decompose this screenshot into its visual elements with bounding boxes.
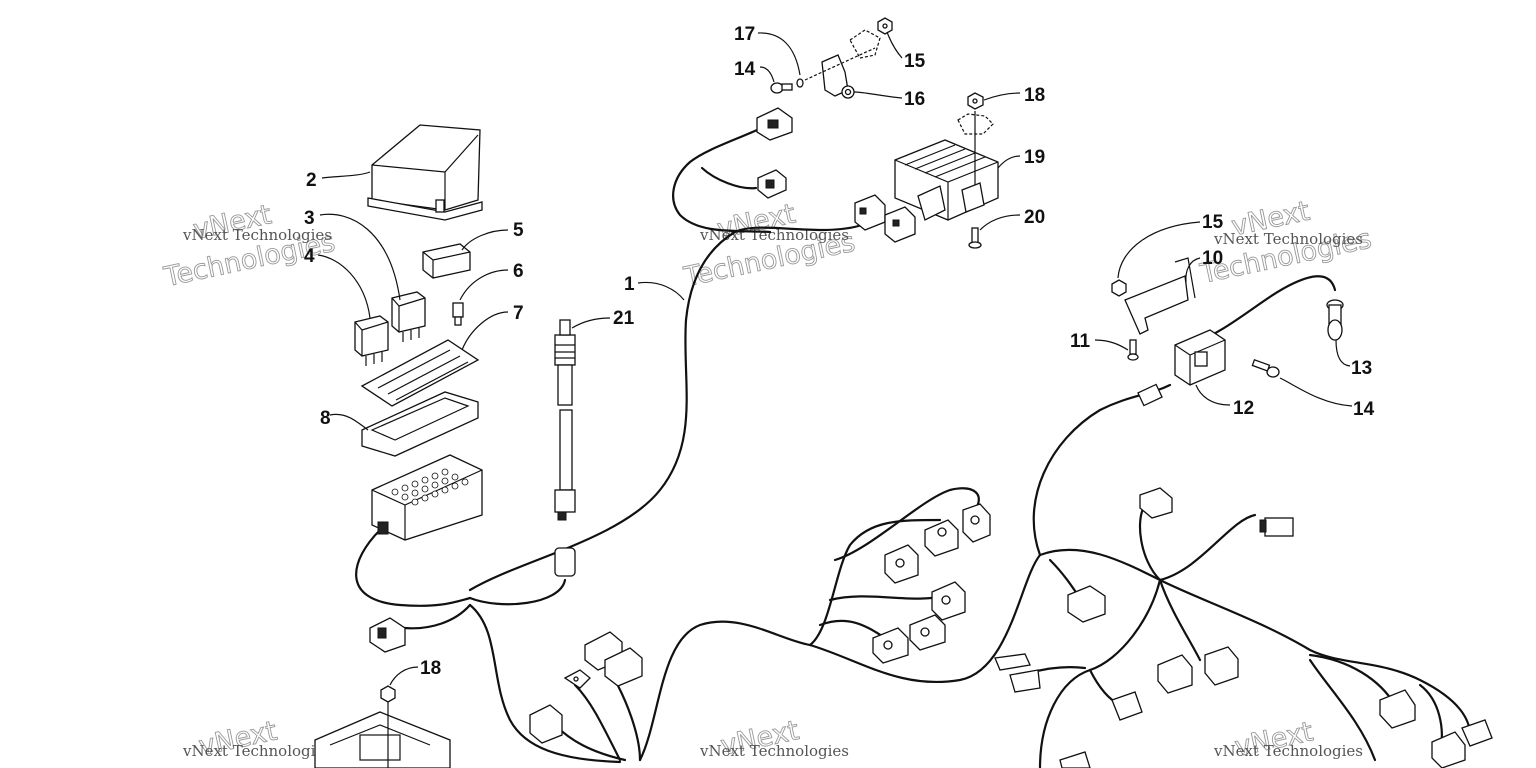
callout-15-top: 15 bbox=[904, 51, 926, 72]
callout-1: 1 bbox=[624, 274, 635, 295]
callout-3: 3 bbox=[304, 208, 315, 229]
relay-plug bbox=[1137, 383, 1163, 407]
callout-18-bottom: 18 bbox=[420, 658, 441, 679]
callout-14-top: 14 bbox=[734, 59, 756, 80]
callout-6: 6 bbox=[513, 261, 524, 282]
watermark-label-6: vNext Technologies bbox=[1213, 742, 1363, 760]
callout-2: 2 bbox=[306, 170, 317, 191]
callout-7: 7 bbox=[513, 303, 524, 324]
callout-8: 8 bbox=[320, 408, 331, 429]
injector-connectors bbox=[872, 503, 991, 664]
voltage-regulator bbox=[894, 139, 999, 221]
callout-20: 20 bbox=[1024, 207, 1045, 228]
connector-left-side bbox=[369, 617, 406, 653]
harness-wires bbox=[355, 128, 1472, 768]
screw-bracket-bottom bbox=[1127, 339, 1139, 361]
starter-relay bbox=[1174, 329, 1226, 386]
right-connectors bbox=[994, 487, 1493, 768]
callout-14-right: 14 bbox=[1353, 399, 1375, 420]
connector-bottom-left-2 bbox=[529, 704, 563, 744]
nut-bracket bbox=[1111, 279, 1127, 297]
callout-11: 11 bbox=[1070, 331, 1091, 352]
oxygen-sensor bbox=[554, 319, 576, 521]
watermark-label-3: vNext Technologies bbox=[1213, 230, 1363, 248]
leader-lines bbox=[317, 31, 1353, 686]
sensor-bracket bbox=[821, 54, 855, 99]
callout-5: 5 bbox=[513, 220, 524, 241]
watermark-label-1: vNext Technologies bbox=[182, 226, 332, 244]
fuse-label-sheet bbox=[360, 339, 480, 407]
callout-15-right: 15 bbox=[1202, 212, 1224, 233]
nut-regulator bbox=[967, 92, 984, 110]
relay-left bbox=[354, 315, 389, 366]
connector-bottom-left-1 bbox=[584, 631, 643, 687]
connector-small-top bbox=[757, 169, 787, 199]
fuse-box-base bbox=[371, 454, 483, 541]
nut-top bbox=[877, 17, 893, 35]
callout-21: 21 bbox=[613, 308, 635, 329]
screw-relay bbox=[1251, 358, 1280, 378]
callout-4: 4 bbox=[304, 246, 315, 267]
nut-ecu bbox=[380, 685, 396, 703]
callout-13: 13 bbox=[1351, 358, 1372, 379]
callout-numbers: 2 3 4 5 6 7 8 1 21 17 14 15 16 18 19 20 … bbox=[304, 24, 1375, 679]
fuse bbox=[452, 302, 464, 326]
mini-relay bbox=[422, 243, 471, 279]
callout-18-top: 18 bbox=[1024, 85, 1045, 106]
connector-pair bbox=[854, 194, 916, 243]
fuse-box-seal bbox=[361, 391, 479, 457]
watermark-label-5: vNext Technologies bbox=[699, 742, 849, 760]
connector-mid-drop bbox=[554, 547, 576, 577]
watermark-label-4: vNext Technologies bbox=[182, 742, 332, 760]
grommet-13 bbox=[1326, 299, 1344, 341]
washer-top bbox=[796, 78, 804, 88]
relay-bracket bbox=[1124, 257, 1196, 335]
callout-16: 16 bbox=[904, 89, 925, 110]
ring-terminal bbox=[563, 669, 591, 689]
relay-right bbox=[391, 291, 426, 342]
callout-12: 12 bbox=[1233, 398, 1254, 419]
bolt-regulator bbox=[968, 227, 982, 249]
connector-top bbox=[756, 107, 793, 141]
ecu-module bbox=[314, 711, 451, 768]
callout-17: 17 bbox=[734, 24, 755, 45]
callout-19: 19 bbox=[1024, 147, 1045, 168]
screw-top bbox=[770, 82, 793, 94]
fuse-box-cover bbox=[367, 124, 483, 221]
callout-10: 10 bbox=[1202, 248, 1223, 269]
